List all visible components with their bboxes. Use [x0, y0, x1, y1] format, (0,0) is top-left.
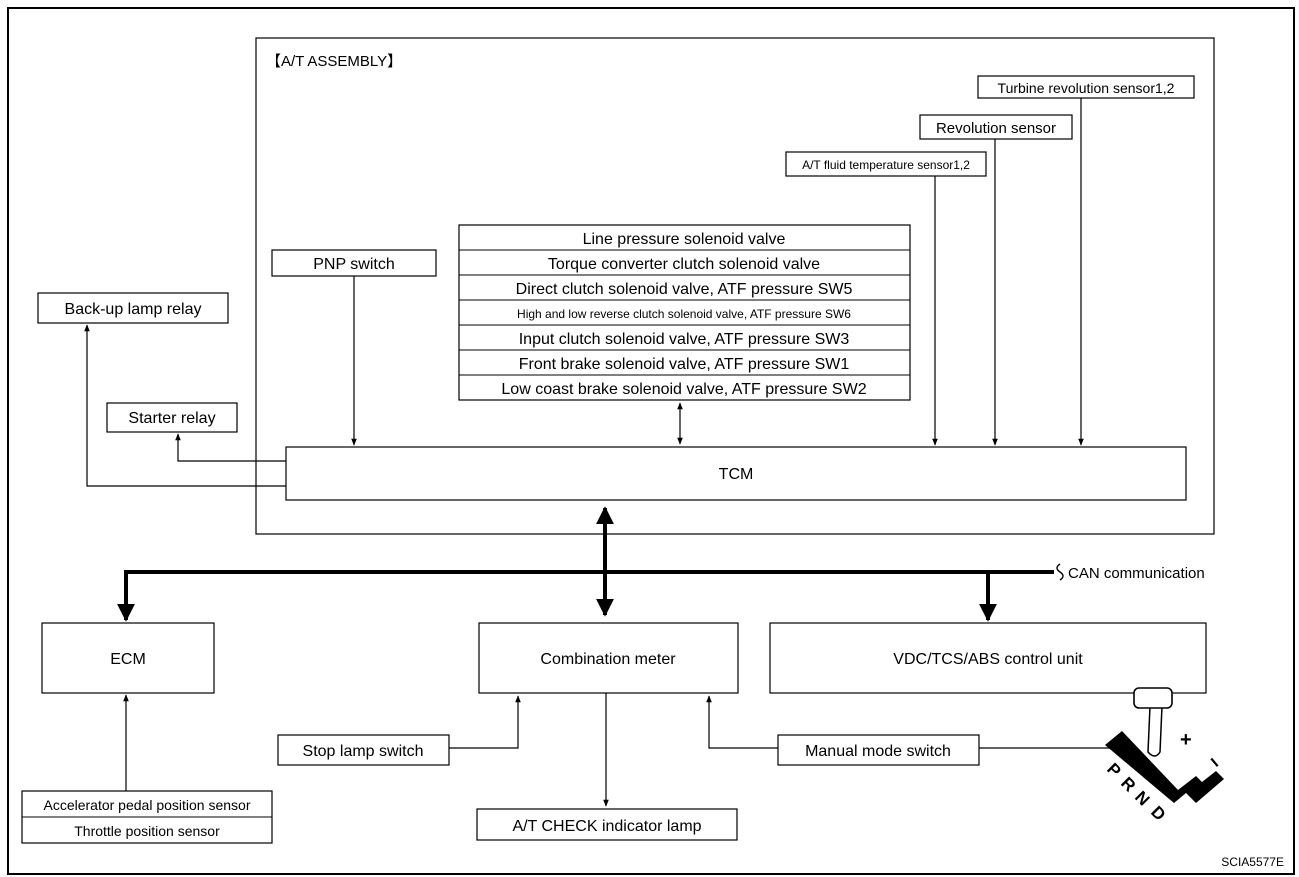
fluid-temp-sensor-box — [785, 151, 987, 177]
stop-lamp-switch-label: Stop lamp switch — [303, 743, 424, 760]
fluid-temp-sensor-label: A/T fluid temperature sensor1,2 — [802, 158, 970, 172]
solenoid-row: Torque converter clutch solenoid valve — [548, 256, 820, 273]
combination-meter-label: Combination meter — [540, 651, 676, 668]
pedal-throttle-sensor-table: Accelerator pedal position sensor Thrott… — [21, 790, 273, 844]
stop-lamp-arrow — [449, 695, 521, 749]
vdc-unit-label: VDC/TCS/ABS control unit — [893, 651, 1083, 668]
tcm-box — [285, 446, 1187, 501]
throttle-position-label: Throttle position sensor — [74, 823, 220, 839]
backup-lamp-relay-arrow — [84, 324, 286, 487]
revolution-sensor-box — [919, 114, 1073, 140]
can-bus-break — [1056, 563, 1064, 581]
ecm-label: ECM — [110, 651, 146, 668]
check-lamp-label: A/T CHECK indicator lamp — [512, 818, 701, 835]
solenoid-row: Low coast brake solenoid valve, ATF pres… — [501, 381, 866, 398]
backup-lamp-relay-label: Back-up lamp relay — [65, 301, 202, 318]
vdc-unit-box — [769, 622, 1207, 694]
shift-position-label: P — [1103, 759, 1124, 780]
figure-code: SCIA5577E — [1221, 855, 1284, 869]
pnp-switch-label: PNP switch — [313, 256, 395, 273]
shift-minus-label: − — [1202, 751, 1226, 774]
backup-lamp-relay-box — [37, 292, 229, 324]
starter-relay-arrow — [175, 433, 286, 462]
starter-relay-box — [106, 402, 238, 433]
shift-position-label: R — [1117, 773, 1139, 795]
solenoid-row: Line pressure solenoid valve — [583, 231, 786, 248]
manual-mode-switch-box — [777, 734, 980, 766]
shifter-gate-icon: P R N D + − — [1103, 687, 1226, 825]
starter-relay-label: Starter relay — [128, 410, 215, 427]
manual-mode-arrow — [706, 695, 778, 749]
turbine-sensor-box — [977, 75, 1195, 99]
shift-plus-label: + — [1180, 729, 1192, 751]
assembly-label: 【A/T ASSEMBLY】 — [266, 53, 402, 70]
solenoid-valve-table: Line pressure solenoid valve Torque conv… — [458, 224, 911, 401]
ecm-box — [41, 622, 215, 694]
check-lamp-box — [476, 808, 738, 841]
shift-position-label: N — [1131, 787, 1153, 809]
outer-frame — [7, 7, 1295, 875]
at-assembly-region — [255, 37, 1215, 535]
solenoid-row: Input clutch solenoid valve, ATF pressur… — [519, 331, 850, 348]
combination-meter-box — [478, 622, 739, 694]
revolution-sensor-label: Revolution sensor — [936, 120, 1056, 137]
solenoid-row: Direct clutch solenoid valve, ATF pressu… — [516, 281, 853, 298]
tcm-label: TCM — [719, 466, 754, 483]
solenoid-row: Front brake solenoid valve, ATF pressure… — [519, 356, 850, 373]
shift-position-label: D — [1147, 802, 1169, 824]
solenoid-row: High and low reverse clutch solenoid val… — [517, 307, 851, 321]
manual-mode-switch-label: Manual mode switch — [805, 743, 951, 760]
stop-lamp-switch-box — [277, 734, 450, 766]
turbine-sensor-label: Turbine revolution sensor1,2 — [998, 80, 1175, 96]
can-label: CAN communication — [1068, 565, 1205, 582]
accelerator-pedal-label: Accelerator pedal position sensor — [43, 797, 250, 813]
